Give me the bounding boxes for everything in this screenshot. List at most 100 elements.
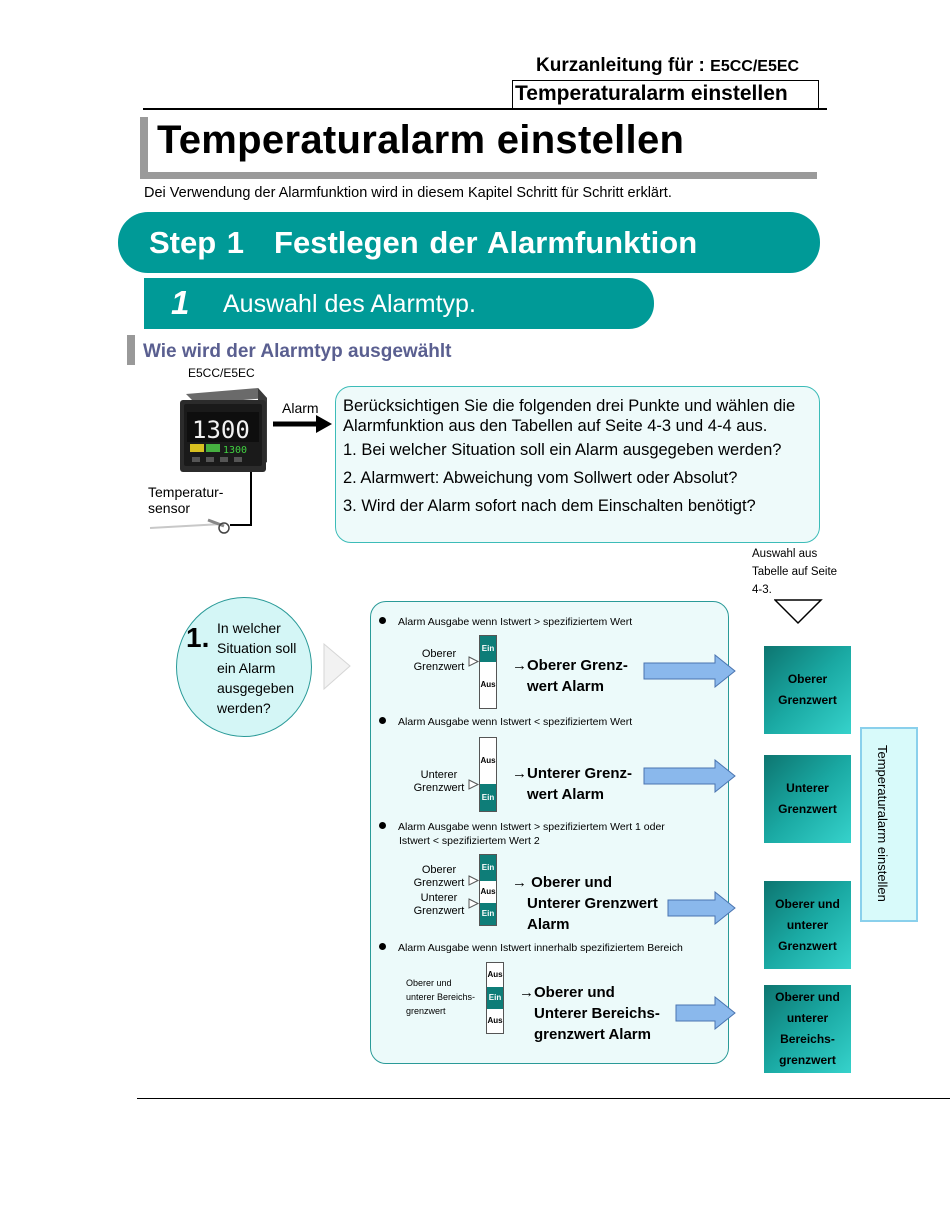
option-3-text-l1: Alarm Ausgabe wenn Istwert > spezifizier… xyxy=(398,821,665,833)
result-box-4-l2: unterer xyxy=(786,1011,829,1025)
option-3-result-l3: Alarm xyxy=(527,916,570,933)
off-segment: Aus xyxy=(480,887,496,896)
doc-model: E5CC/E5EC xyxy=(710,58,800,75)
option-4-result-l3: grenzwert Alarm xyxy=(534,1026,651,1043)
option-3-upper-l2: Grenzwert xyxy=(413,877,465,889)
info-point-3: 3. Wird der Alarm sofort nach dem Einsch… xyxy=(343,497,756,515)
option-2-result: →Unterer Grenz- wert Alarm xyxy=(512,763,632,805)
info-point-2: 2. Alarmwert: Abweichung vom Sollwert od… xyxy=(343,469,738,487)
bullet-dot xyxy=(379,717,386,724)
off-segment: Aus xyxy=(480,680,496,689)
step-label: Step 1 xyxy=(149,225,245,260)
off-segment: Aus xyxy=(480,756,496,765)
section-heading: Wie wird der Alarmtyp ausgewählt xyxy=(143,341,452,362)
result-box-1-l2: Grenzwert xyxy=(778,693,837,707)
info-point-1: 1. Bei welcher Situation soll ein Alarm … xyxy=(343,441,782,459)
option-4-description: Alarm Ausgabe wenn Istwert innerhalb spe… xyxy=(379,941,683,955)
result-box-4-l3: Bereichs- xyxy=(780,1032,835,1046)
option-4-result-l2: Unterer Bereichs- xyxy=(534,1005,660,1022)
selection-note: Auswahl aus Tabelle auf Seite 4-3. xyxy=(752,545,852,599)
footer-rule xyxy=(137,1098,950,1099)
substep-banner: 1 Auswahl des Alarmtyp. xyxy=(144,278,654,329)
question-circle: 1. In welcher Situation soll ein Alarm a… xyxy=(176,597,312,737)
option-2-result-l2: wert Alarm xyxy=(527,786,604,803)
info-box: Berücksichtigen Sie die folgenden drei P… xyxy=(335,386,820,543)
option-4-range-l2: unterer Bereichs- xyxy=(406,992,476,1002)
display-pv: 1300 xyxy=(192,416,250,444)
option-4-text: Alarm Ausgabe wenn Istwert innerhalb spe… xyxy=(398,942,683,954)
doc-prefix: Kurzanleitung für : xyxy=(536,55,705,76)
down-triangle-icon xyxy=(774,599,823,625)
limit-marker-icon xyxy=(468,875,480,886)
controller-illustration: 1300 1300 xyxy=(149,388,332,534)
header-rule xyxy=(143,108,827,110)
result-box-1-l1: Oberer xyxy=(787,672,828,686)
option-2-limit-l1: Unterer xyxy=(420,769,458,781)
bullet-dot xyxy=(379,943,386,950)
option-2-limit-label: Unterer Grenzwert xyxy=(409,769,469,795)
document-header: Kurzanleitung für : E5CC/E5EC xyxy=(536,55,799,77)
intro-text: Dei Verwendung der Alarmfunktion wird in… xyxy=(144,185,672,201)
option-3-bar: Ein Aus Ein xyxy=(479,854,497,926)
on-segment: Ein xyxy=(480,855,496,881)
option-1-result-l2: wert Alarm xyxy=(527,678,604,695)
display-sv: 1300 xyxy=(223,445,247,456)
option-2-description: Alarm Ausgabe wenn Istwert < spezifizier… xyxy=(379,715,632,729)
on-segment: Ein xyxy=(487,987,503,1009)
option-3-lower-l1: Unterer xyxy=(420,892,458,904)
option-4-result-l1: →Oberer und xyxy=(519,984,615,1001)
alarm-label: Alarm xyxy=(282,400,319,416)
option-1-result: →Oberer Grenz- wert Alarm xyxy=(512,655,628,697)
option-4-result: →Oberer und Unterer Bereichs- grenzwert … xyxy=(519,982,660,1045)
right-arrow-icon xyxy=(667,891,736,925)
result-box-3-l2: unterer xyxy=(786,917,829,932)
result-box-3-l3: Grenzwert xyxy=(778,938,837,953)
option-2-limit-l2: Grenzwert xyxy=(413,782,465,794)
title-underline xyxy=(140,172,817,179)
option-3-upper-label: Oberer Grenzwert xyxy=(409,864,469,890)
result-box-2-l1: Unterer xyxy=(786,781,829,795)
sensor-label-line1: Temperatur- xyxy=(148,484,224,500)
option-3-result-l2: Unterer Grenzwert xyxy=(527,895,658,912)
on-segment: Ein xyxy=(480,903,496,925)
selection-note-line2: Tabelle auf Seite xyxy=(752,566,838,578)
option-4-range-l3: grenzwert xyxy=(406,1006,446,1016)
result-box-4-l4: grenzwert xyxy=(779,1053,836,1067)
option-1-bar: Ein Aus xyxy=(479,635,497,709)
result-box-3-l1: Oberer und xyxy=(775,896,840,911)
option-1-limit-l2: Grenzwert xyxy=(413,661,465,673)
right-arrow-icon xyxy=(643,759,736,793)
limit-marker-icon xyxy=(468,656,480,667)
right-arrow-icon xyxy=(643,654,736,688)
option-2-bar: Aus Ein xyxy=(479,737,497,812)
option-1-limit-l1: Oberer xyxy=(421,648,457,660)
option-1-limit-label: Oberer Grenzwert xyxy=(409,648,469,674)
limit-marker-icon xyxy=(468,898,480,909)
option-1-result-l1: →Oberer Grenz- xyxy=(512,657,628,674)
section-marker xyxy=(127,335,135,365)
side-tab-label: Temperaturalarm einstellen xyxy=(875,745,890,902)
off-segment: Aus xyxy=(487,1016,503,1025)
result-box-4-l1: Oberer und xyxy=(775,990,840,1004)
pointer-triangle-icon xyxy=(323,643,351,691)
question-text: In welcher Situation soll ein Alarm ausg… xyxy=(217,620,297,716)
selection-note-line3: 4-3. xyxy=(752,584,772,596)
sensor-label: Temperatur- sensor xyxy=(148,484,223,516)
question-number: 1. xyxy=(186,622,210,653)
page-title: Temperaturalarm einstellen xyxy=(157,118,685,162)
side-tab xyxy=(860,727,918,922)
bullet-dot xyxy=(379,822,386,829)
option-4-bar: Aus Ein Aus xyxy=(486,962,504,1034)
option-1-text: Alarm Ausgabe wenn Istwert > spezifizier… xyxy=(398,616,633,628)
option-3-text-l2: Istwert < spezifiziertem Wert 2 xyxy=(399,835,540,847)
option-1-description: Alarm Ausgabe wenn Istwert > spezifizier… xyxy=(379,615,632,629)
selection-note-line1: Auswahl aus xyxy=(752,548,818,560)
option-3-upper-l1: Oberer xyxy=(421,864,457,876)
info-intro: Berücksichtigen Sie die folgenden drei P… xyxy=(343,397,796,435)
off-segment: Aus xyxy=(487,970,503,979)
